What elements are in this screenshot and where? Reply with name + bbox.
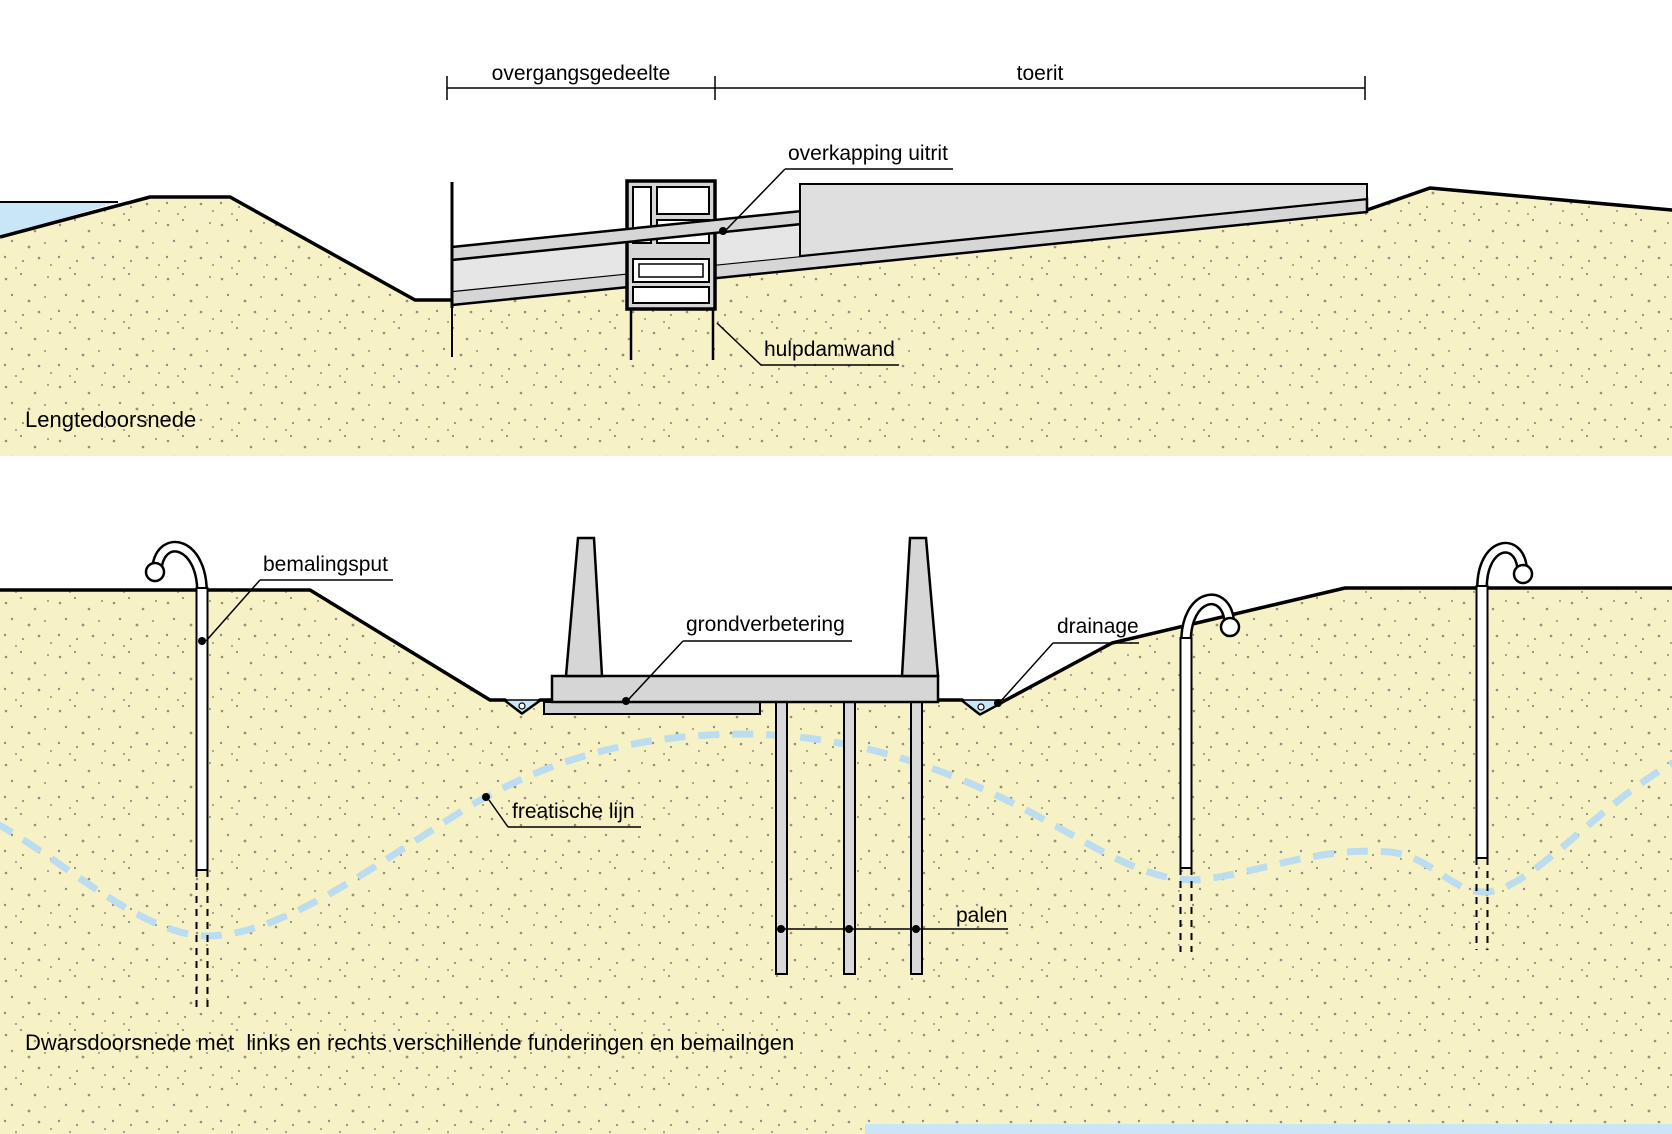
piles-annotation: palen (777, 904, 1008, 933)
piles-label: palen (956, 904, 1007, 927)
drainage-label: drainage (1057, 615, 1139, 638)
ground-surface-left (0, 195, 452, 302)
sheetpile-label: hulpdamwand (764, 338, 895, 361)
ground-surface-right (1366, 186, 1672, 212)
cross-section: palen bemalingsput (0, 536, 1672, 1134)
drainage-annotation: drainage (994, 615, 1139, 707)
leader-dot (198, 637, 206, 645)
ground-body-bottom (0, 588, 1672, 1134)
structure-panel (656, 186, 710, 215)
well-outlet (1219, 616, 1241, 638)
toerit-wall-block (799, 183, 1368, 258)
bottom-caption: Dwarsdoorsnede met links en rechts versc… (25, 1030, 794, 1055)
drain-pipe-circle (518, 702, 526, 710)
well-outlet (144, 561, 166, 583)
soil-improvement-annotation: grondverbetering (622, 613, 852, 705)
leader-dot (622, 697, 630, 705)
well-annotation: bemalingsput (205, 553, 393, 642)
phreatic-label: freatische lijn (512, 800, 635, 823)
ground-body-top (0, 188, 1672, 456)
bottom-water-strip (865, 1124, 1672, 1134)
leader-dot (994, 699, 1002, 707)
well-pipe (1475, 585, 1489, 859)
dim-label-overgangsgedeelte: overgangsgedeelte (492, 62, 671, 85)
structure-panel (632, 286, 710, 304)
drainage-well-middle (1179, 593, 1241, 952)
longitudinal-section: overgangsgedeelte toerit overkapping uit… (0, 62, 1672, 456)
phreatic-line (0, 730, 1672, 940)
dewatering-well-left (144, 540, 209, 1012)
well-label: bemalingsput (263, 553, 388, 576)
well-pipe (195, 587, 209, 871)
well-outlet (1512, 563, 1534, 585)
trough-left-wall (564, 536, 604, 678)
soil-improvement-layer (543, 701, 761, 715)
dewatering-well-right (1475, 541, 1534, 950)
dim-label-toerit: toerit (1017, 62, 1064, 85)
structure-panel (638, 263, 704, 278)
trough-right-wall (900, 536, 940, 678)
sheetpile-annotation: hulpdamwand (716, 322, 899, 366)
canopy-label: overkapping uitrit (788, 142, 948, 165)
drain-pipe-circle (977, 703, 985, 711)
well-pipe (1179, 637, 1193, 869)
left-ditch (502, 699, 543, 714)
top-caption: Lengtedoorsnede (25, 407, 196, 432)
dimension-line: overgangsgedeelte toerit (446, 62, 1366, 100)
leader-dot (482, 793, 490, 801)
soil-improvement-label: grondverbetering (686, 613, 845, 636)
entrance-structure (625, 179, 717, 311)
phreatic-annotation: freatische lijn (482, 793, 641, 828)
leader-dot (719, 227, 727, 235)
canopy-annotation: overkapping uitrit (719, 142, 953, 235)
trough-floor-slab (550, 674, 940, 704)
